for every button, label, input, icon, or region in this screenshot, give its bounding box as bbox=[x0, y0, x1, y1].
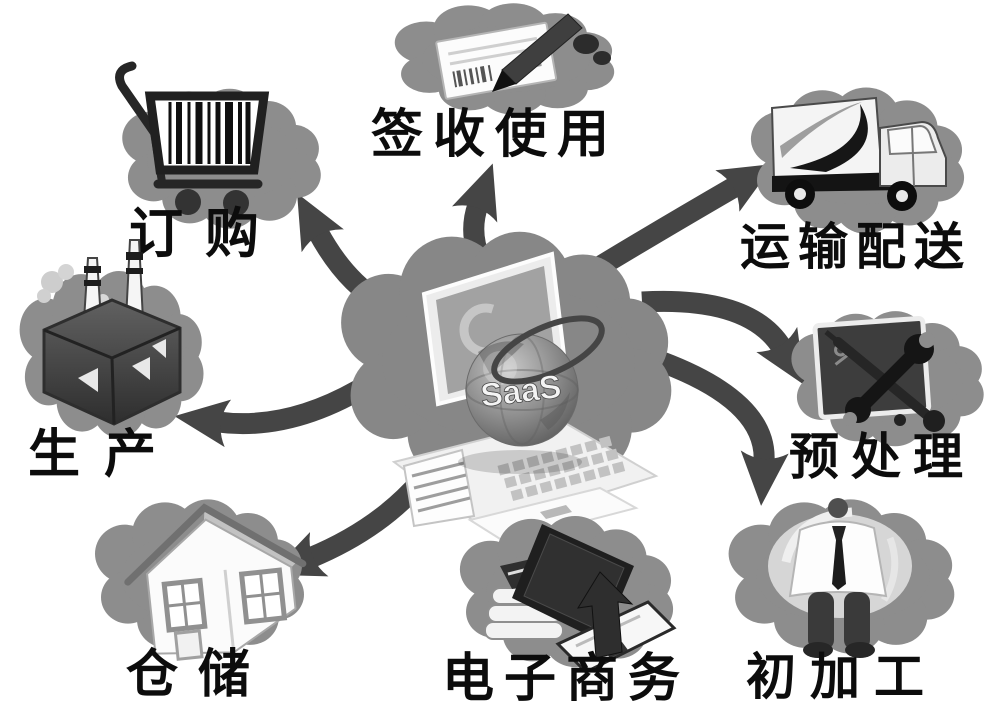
node-primary-processing: 初加工 bbox=[728, 498, 955, 705]
node-e-commerce: 电子商务 bbox=[442, 516, 690, 708]
saas-computer-icon: SaaS bbox=[391, 251, 659, 544]
node-warehousing: 仓储 bbox=[95, 499, 307, 704]
shopping-cart-icon bbox=[115, 61, 270, 216]
worker-icon bbox=[768, 498, 912, 658]
factory-icon bbox=[37, 239, 182, 426]
delivery-truck-icon bbox=[770, 96, 947, 211]
node-transport-delivery: 运输配送 bbox=[740, 87, 972, 275]
label-e-commerce: 电子商务 bbox=[442, 650, 690, 708]
document-pen-icon bbox=[435, 13, 611, 100]
arrow-to-primary-processing bbox=[658, 352, 789, 506]
label-transport-delivery: 运输配送 bbox=[740, 219, 972, 275]
saas-globe-icon: SaaS bbox=[465, 315, 605, 447]
arrow-to-production bbox=[174, 373, 378, 448]
label-primary-processing: 初加工 bbox=[746, 649, 938, 705]
laptop-books-icon bbox=[484, 524, 677, 674]
arrow-to-preprocessing bbox=[641, 290, 806, 386]
label-preprocessing: 预处理 bbox=[789, 429, 975, 485]
house-icon bbox=[124, 503, 307, 661]
node-order: 订购 bbox=[115, 61, 321, 264]
label-order: 订购 bbox=[129, 204, 281, 264]
node-preprocessing: 预处理 bbox=[789, 311, 984, 485]
tools-icon bbox=[812, 315, 945, 432]
center-node: SaaS bbox=[341, 231, 672, 544]
label-production: 生产 bbox=[28, 426, 180, 484]
node-production: 生产 bbox=[19, 239, 204, 484]
label-warehousing: 仓储 bbox=[126, 646, 270, 704]
node-sign-use: 签收使用 bbox=[371, 3, 619, 164]
label-sign-use: 签收使用 bbox=[371, 106, 619, 164]
